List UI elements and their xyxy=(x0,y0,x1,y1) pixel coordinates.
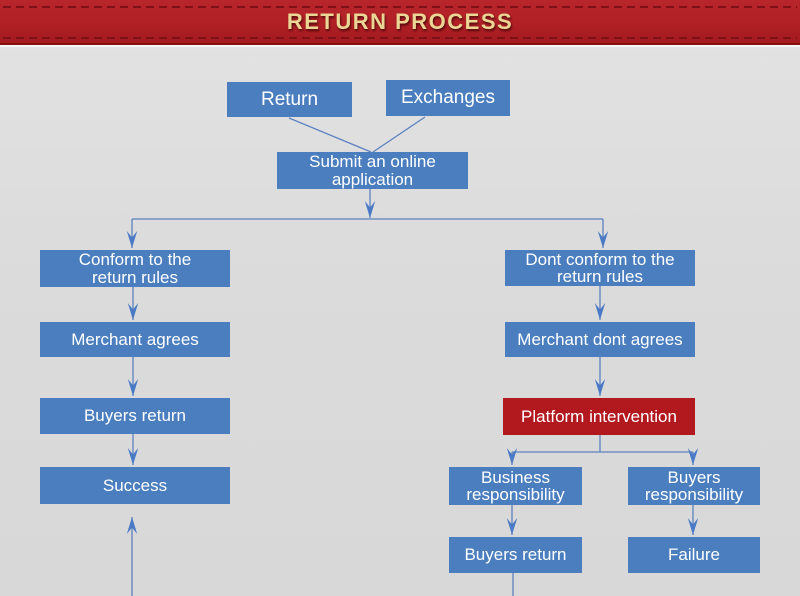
edge-buyers-return-to-success xyxy=(127,434,139,465)
edge-submit-to-branch-bar xyxy=(364,189,376,218)
arrowhead-icon xyxy=(506,448,518,465)
arrowhead-icon xyxy=(127,303,139,320)
node-dont-conform-rules: Dont conform to the return rules xyxy=(505,250,695,286)
edge-buyers-resp-to-failure xyxy=(687,505,699,535)
edge-conform-to-merchant-agrees xyxy=(127,287,139,320)
page-title: RETURN PROCESS xyxy=(286,9,514,34)
node-buyers-return-right: Buyers return xyxy=(449,537,582,573)
node-conform-rules: Conform to the return rules xyxy=(40,250,230,287)
arrowhead-icon xyxy=(506,518,518,535)
arrowhead-icon xyxy=(687,518,699,535)
edge-branch-to-conform xyxy=(126,219,138,248)
edge-bar-to-business-responsibility xyxy=(506,448,518,465)
node-business-responsibility: Business responsibility xyxy=(449,467,582,505)
node-failure: Failure xyxy=(628,537,760,573)
node-return: Return xyxy=(227,82,352,117)
edge-return-to-submit xyxy=(288,117,372,153)
edge-business-to-buyers-return xyxy=(506,505,518,535)
edge-branch-to-dont-conform xyxy=(597,219,609,248)
node-platform-intervention: Platform intervention xyxy=(503,398,695,435)
node-buyers-return-left: Buyers return xyxy=(40,398,230,434)
node-merchant-dont-agrees: Merchant dont agrees xyxy=(505,322,695,357)
arrowhead-icon xyxy=(126,231,138,248)
arrowhead-icon xyxy=(126,517,138,534)
arrowhead-icon xyxy=(597,231,609,248)
arrowhead-icon xyxy=(127,448,139,465)
banner-stitch-bottom xyxy=(3,37,797,39)
node-merchant-agrees: Merchant agrees xyxy=(40,322,230,357)
edge-merchant-dont-to-platform xyxy=(594,357,606,396)
node-submit-application: Submit an online application xyxy=(277,152,468,189)
arrowhead-icon xyxy=(594,379,606,396)
banner-stitch-top xyxy=(3,6,797,8)
edge-bottom-loop-up-to-success xyxy=(126,517,138,596)
edge-merchant-agrees-to-buyers-return xyxy=(127,357,139,396)
node-buyers-responsibility: Buyers responsibility xyxy=(628,467,760,505)
arrowhead-icon xyxy=(364,201,376,218)
node-exchanges: Exchanges xyxy=(386,80,510,116)
arrowhead-icon xyxy=(687,448,699,465)
node-success: Success xyxy=(40,467,230,504)
edge-dont-conform-to-merchant-dont xyxy=(594,286,606,320)
title-banner: RETURN PROCESS xyxy=(0,0,800,45)
edge-bar-to-buyers-responsibility xyxy=(687,448,699,465)
edge-exchanges-to-submit xyxy=(372,116,426,153)
arrowhead-icon xyxy=(127,379,139,396)
arrowhead-icon xyxy=(594,303,606,320)
